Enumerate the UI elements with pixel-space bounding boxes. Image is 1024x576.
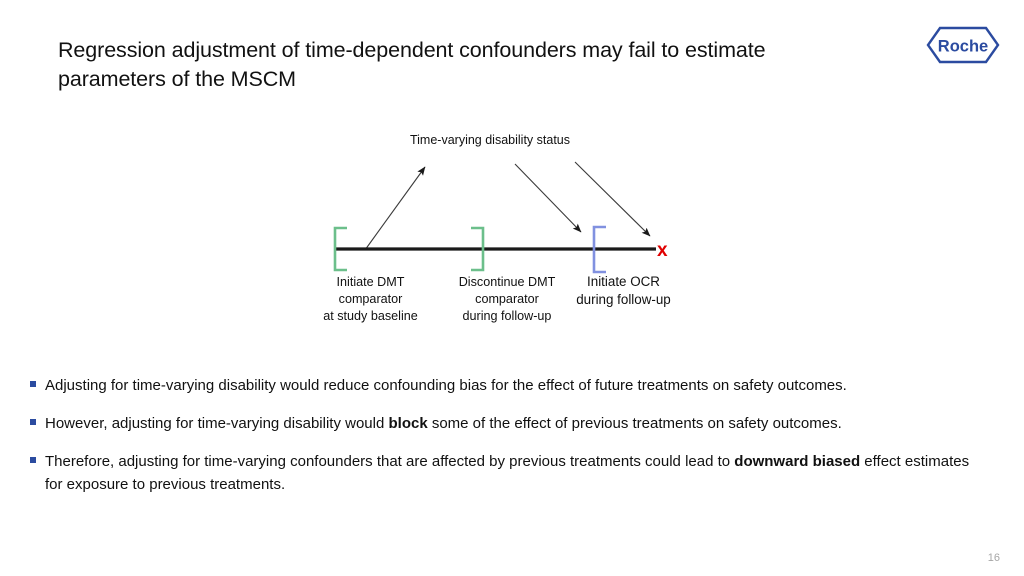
diagram-label-initiate-dmt: Initiate DMT comparator at study baselin… [278,274,463,325]
list-item: Adjusting for time-varying disability wo… [30,374,980,397]
bracket-discontinue-dmt [471,226,485,272]
square-bullet-icon [30,457,36,463]
bracket-initiate-ocr [592,225,606,274]
roche-logo: Roche [926,26,1000,64]
arrow-status-to-outcome [574,161,651,237]
bullet-text: Therefore, adjusting for time-varying co… [45,453,970,493]
hexagon-icon [926,26,1000,64]
bracket-initiate-dmt [333,226,347,272]
roche-logo-text: Roche [938,38,988,56]
bullet-list: Adjusting for time-varying disability wo… [30,374,980,511]
timeline-diagram: Time-varying disability status x Initiat… [270,132,710,337]
square-bullet-icon [30,419,36,425]
square-bullet-icon [30,381,36,387]
label-line: Discontinue DMT comparator during follow… [458,275,556,323]
list-item: However, adjusting for time-varying disa… [30,412,980,435]
arrow-status-to-ocr [514,163,582,233]
label-line: Initiate OCR during follow-up [576,274,671,307]
diagram-label-initiate-ocr: Initiate OCR during follow-up [541,273,706,309]
outcome-x-mark: x [657,240,668,261]
page-title: Regression adjustment of time-dependent … [58,38,766,91]
bullet-text: However, adjusting for time-varying disa… [45,415,842,432]
label-line: Initiate DMT comparator at study baselin… [323,275,418,323]
page-number: 16 [987,552,1000,564]
list-item: Therefore, adjusting for time-varying co… [30,450,980,496]
bullet-text: Adjusting for time-varying disability wo… [45,377,847,394]
diagram-top-label: Time-varying disability status [409,133,570,147]
arrow-baseline-to-status [364,166,426,251]
diagram-label-discontinue-dmt: Discontinue DMT comparator during follow… [412,274,602,325]
